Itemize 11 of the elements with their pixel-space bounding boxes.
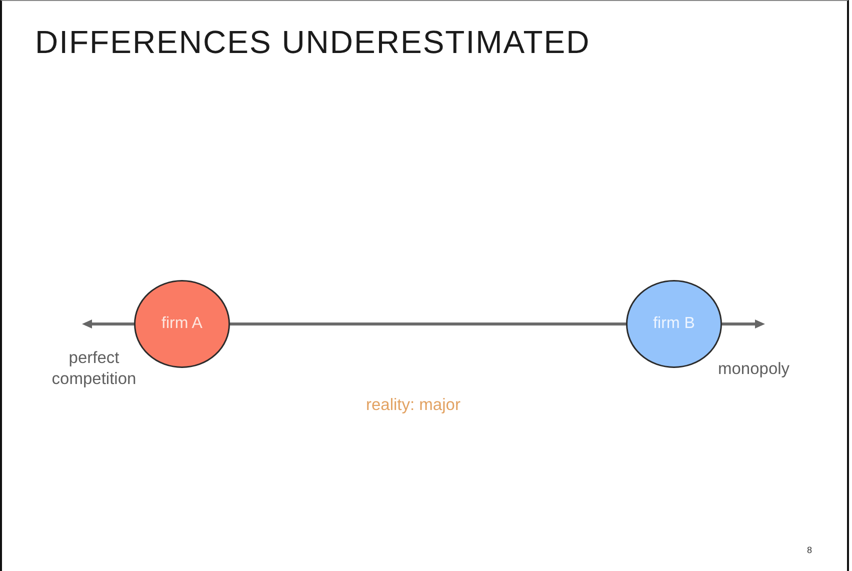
connector-line [230, 322, 626, 326]
arrow [722, 320, 765, 328]
annotation-text: reality: major [366, 395, 460, 416]
axis-end-label: monopoly [718, 359, 790, 380]
page-number: 8 [807, 544, 812, 556]
arrow [82, 320, 134, 328]
slide-title: DIFFERENCES UNDERESTIMATED [35, 23, 590, 61]
circle-node [134, 280, 230, 368]
axis-end-label: perfect competition [50, 348, 138, 390]
node-label: firm A [162, 314, 202, 334]
node-label: firm B [653, 314, 695, 334]
